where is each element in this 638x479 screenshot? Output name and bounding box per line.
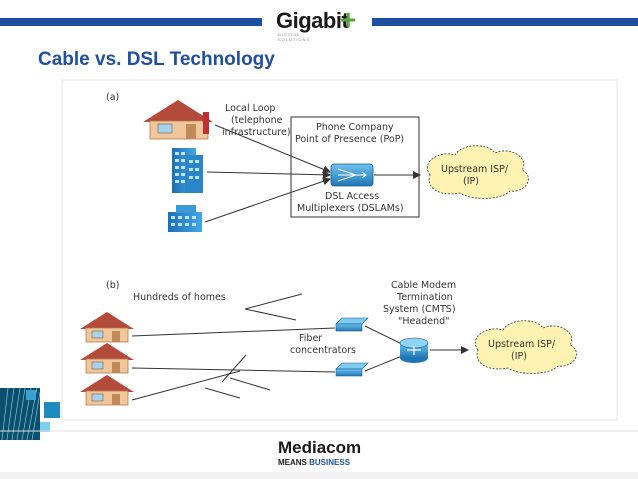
svg-text:System (CMTS): System (CMTS) — [383, 304, 456, 315]
svg-text:Local Loop: Local Loop — [225, 103, 275, 114]
house-icon — [80, 375, 134, 406]
line-smallbuilding-to-dslam — [204, 177, 331, 223]
cmts-router-icon — [399, 337, 429, 363]
dslam-label: DSL Access Multiplexers (DSLAMs) — [297, 191, 404, 214]
header-bar — [0, 10, 638, 32]
small-building-icon — [168, 205, 202, 232]
svg-text:concentrators: concentrators — [290, 345, 356, 356]
dslam-device-icon — [330, 163, 374, 187]
office-building-icon — [172, 148, 203, 193]
header-stripe-right — [372, 18, 638, 26]
svg-text:Phone Company: Phone Company — [316, 122, 394, 133]
svg-text:"Headend": "Headend" — [398, 316, 449, 327]
svg-text:infrastructure): infrastructure) — [222, 127, 291, 138]
isp-label-a: Upstream ISP/ (IP) — [441, 164, 509, 187]
fiber-label: Fiber concentrators — [290, 333, 356, 356]
svg-text:Point of Presence (PoP): Point of Presence (PoP) — [295, 134, 404, 145]
isp-label-b: Upstream ISP/ (IP) — [488, 339, 556, 362]
cable-tree-lines — [131, 293, 336, 401]
house-icon — [80, 312, 134, 343]
homes-label: Hundreds of homes — [133, 292, 226, 303]
header-stripe-left — [0, 18, 262, 26]
svg-text:Termination: Termination — [396, 292, 453, 303]
logo-text: Gigabit — [276, 8, 349, 33]
svg-text:(IP): (IP) — [511, 351, 527, 362]
svg-text:Cable Modem: Cable Modem — [391, 280, 456, 291]
footer-brand: Mediacom — [278, 438, 362, 457]
footer-strip — [0, 472, 638, 479]
line-house-to-dslam — [214, 124, 331, 174]
pop-label: Phone Company Point of Presence (PoP) — [295, 122, 404, 145]
svg-text:Multiplexers (DSLAMs): Multiplexers (DSLAMs) — [297, 203, 404, 214]
panel-label-a: (a) — [106, 92, 119, 103]
logo-tagline: DIGITAL SOLUTIONS — [278, 32, 311, 42]
isp-cloud-b-icon — [475, 320, 577, 374]
fiber-concentrator-icon — [335, 317, 369, 332]
isp-cloud-a-icon — [427, 145, 529, 199]
pop-box — [290, 116, 420, 218]
fiber-concentrator-icon — [335, 362, 369, 377]
logo-plus-icon: + — [340, 4, 357, 35]
fiber-optic-decoration — [0, 387, 60, 441]
svg-text:DSL Access: DSL Access — [325, 191, 379, 202]
cmts-label: Cable Modem Termination System (CMTS) "H… — [383, 280, 456, 327]
local-loop-label: Local Loop (telephone infrastructure) — [222, 103, 291, 138]
svg-text:(telephone: (telephone — [231, 115, 283, 126]
line-fiber2-to-cmts — [364, 355, 403, 372]
house-icon — [80, 343, 134, 374]
slide-title: Cable vs. DSL Technology — [38, 49, 275, 70]
house-icon — [143, 100, 213, 140]
panel-label-b: (b) — [106, 280, 119, 291]
svg-text:Fiber: Fiber — [299, 333, 322, 344]
footer-tagline: MEANS BUSINESS — [278, 458, 351, 467]
svg-text:Upstream ISP/: Upstream ISP/ — [488, 339, 556, 350]
line-fiber-to-cmts — [364, 325, 403, 345]
svg-text:Upstream ISP/: Upstream ISP/ — [441, 164, 509, 175]
svg-text:(IP): (IP) — [463, 176, 479, 187]
line-building-to-dslam — [206, 170, 331, 179]
